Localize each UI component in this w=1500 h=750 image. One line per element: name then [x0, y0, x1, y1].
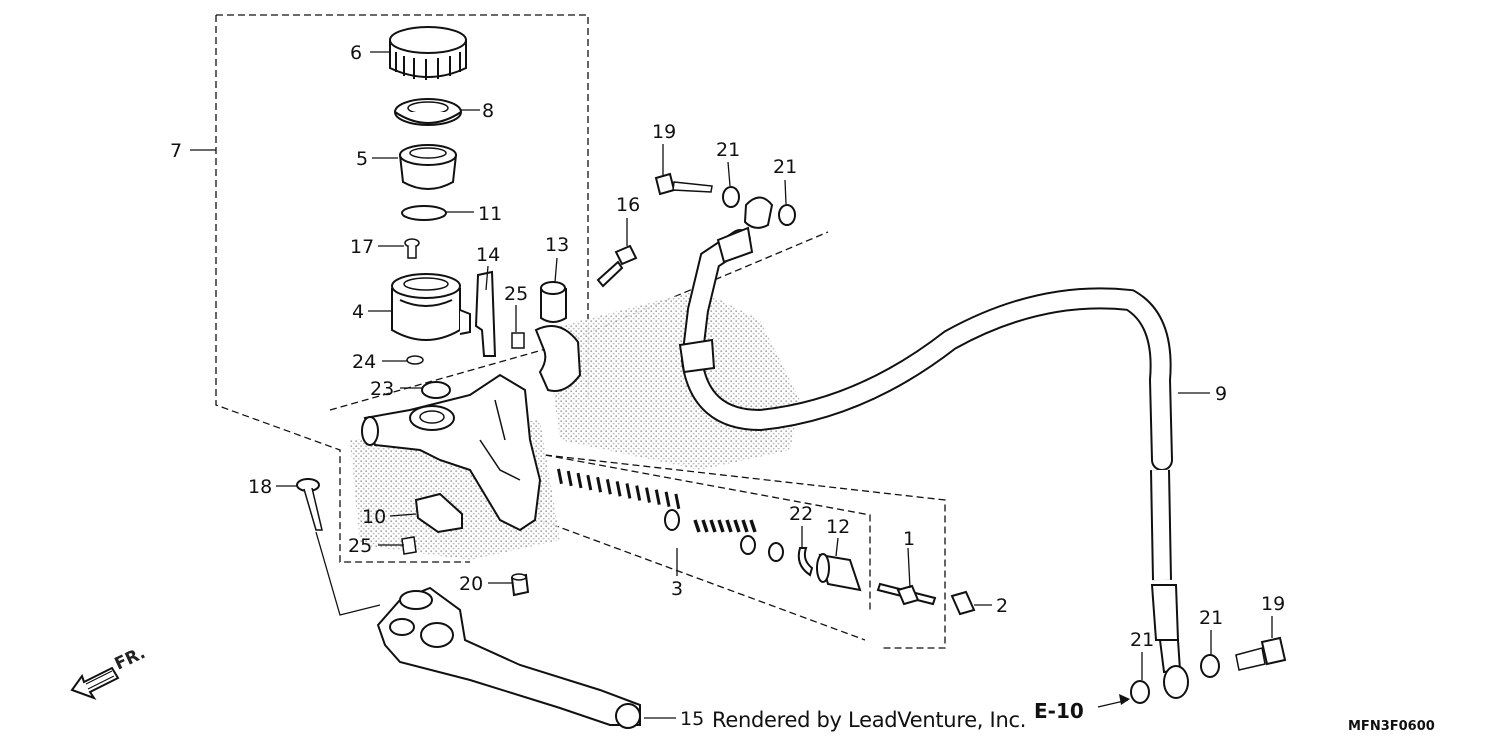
reservoir-body — [391, 273, 471, 341]
banjo-bolt-19-top — [654, 172, 713, 196]
callout-25-bottom: 25 — [348, 535, 372, 557]
callout-22: 22 — [789, 503, 813, 525]
reservoir-diaphragm — [399, 144, 457, 190]
callout-24: 24 — [352, 351, 376, 373]
piston — [693, 519, 784, 562]
callout-15: 15 — [680, 708, 704, 730]
callout-8: 8 — [482, 100, 494, 122]
leader-lines — [190, 51, 1273, 719]
screw-25-bottom — [401, 536, 417, 555]
callout-1: 1 — [903, 528, 915, 550]
boot-12 — [816, 553, 862, 592]
callout-13: 13 — [545, 234, 569, 256]
screw-25-top — [511, 332, 525, 349]
callout-11: 11 — [478, 203, 502, 225]
callout-19-bottom: 19 — [1261, 593, 1285, 615]
piston-cup — [664, 509, 680, 531]
master-cylinder-body — [361, 373, 542, 532]
callout-19-top: 19 — [652, 121, 676, 143]
callout-9: 9 — [1215, 383, 1227, 405]
callout-17: 17 — [350, 236, 374, 258]
callout-20: 20 — [459, 573, 483, 595]
front-direction-label: FR. — [112, 643, 149, 674]
callout-10: 10 — [362, 506, 386, 528]
washer-21-a — [722, 186, 740, 208]
piston-spring — [557, 468, 681, 510]
part-number-labels: 1 2 3 4 5 6 7 8 9 10 11 12 13 14 15 16 1… — [170, 42, 1285, 730]
holder-13 — [534, 281, 582, 392]
callout-4: 4 — [352, 301, 364, 323]
callout-21-a: 21 — [716, 139, 740, 161]
circlip-22 — [797, 547, 814, 577]
screw-17 — [404, 238, 420, 259]
bracket-14 — [474, 270, 497, 357]
callout-25-top: 25 — [504, 283, 528, 305]
reservoir-plate — [394, 98, 462, 126]
callout-21-b: 21 — [773, 156, 797, 178]
o-ring-23 — [421, 381, 451, 399]
callout-14: 14 — [476, 244, 500, 266]
nut-2 — [950, 590, 976, 616]
banjo-fitting-top — [743, 196, 774, 229]
pivot-bolt-18 — [296, 478, 323, 531]
callout-16: 16 — [616, 194, 640, 216]
callout-21-c: 21 — [1130, 629, 1154, 651]
bolt-16 — [596, 244, 638, 288]
washer-21-b — [778, 204, 796, 226]
washer-21-c — [1130, 680, 1150, 704]
washer-24 — [406, 355, 424, 365]
callout-12: 12 — [826, 516, 850, 538]
reservoir-cap — [389, 26, 467, 80]
diagram-code: MFN3F0600 — [1348, 719, 1435, 734]
lever-15 — [376, 586, 641, 729]
callout-18: 18 — [248, 476, 272, 498]
callout-21-d: 21 — [1199, 607, 1223, 629]
callout-23: 23 — [370, 378, 394, 400]
banjo-bolt-19-bottom — [1235, 636, 1287, 671]
switch-10 — [414, 492, 463, 534]
callout-3: 3 — [671, 578, 683, 600]
washer-21-d — [1200, 654, 1220, 678]
push-rod-1 — [876, 582, 937, 606]
reference-label: E-10 — [1034, 699, 1084, 723]
callout-6: 6 — [350, 42, 362, 64]
callout-7: 7 — [170, 140, 182, 162]
callout-2: 2 — [996, 595, 1008, 617]
o-ring-11 — [401, 205, 447, 221]
hose-9 — [678, 226, 1189, 699]
callout-5: 5 — [356, 148, 368, 170]
credit-text: Rendered by LeadVenture, Inc. — [712, 708, 1027, 732]
nut-20 — [510, 573, 530, 597]
front-direction-arrow: FR. — [70, 643, 149, 700]
